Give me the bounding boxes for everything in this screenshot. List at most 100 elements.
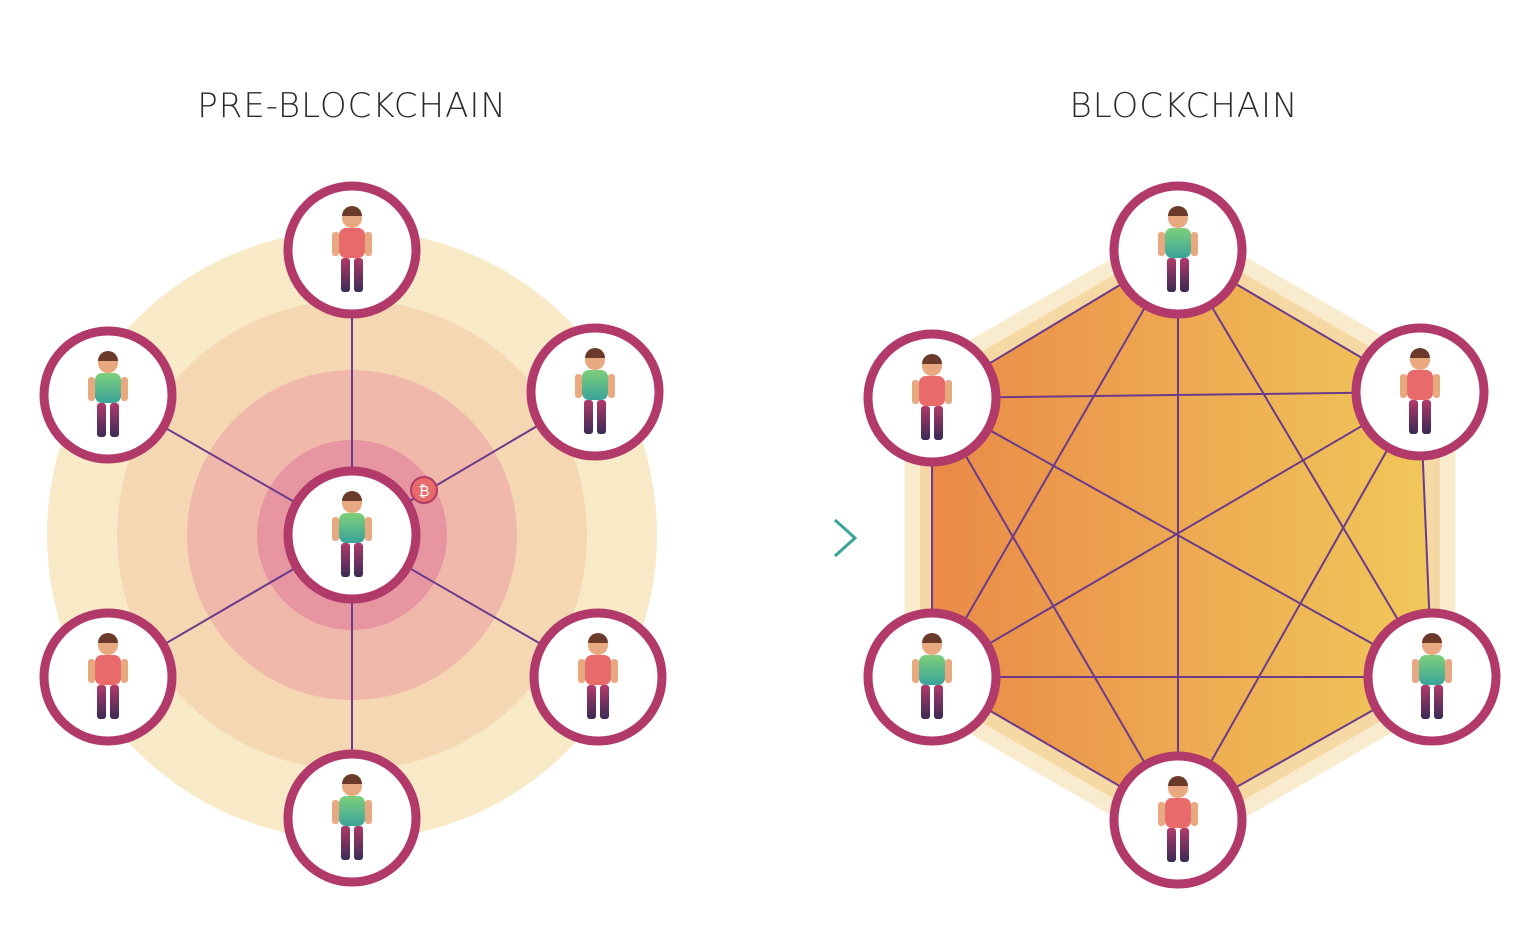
person-arm [88, 377, 95, 401]
person-torso [1419, 655, 1445, 685]
mesh-line [931, 249, 1179, 678]
person-leg [921, 406, 930, 440]
person-hair [342, 774, 362, 784]
person-hair [585, 348, 605, 358]
person-arm [945, 380, 952, 404]
person-torso [339, 228, 365, 258]
node-floating-ring-person [1363, 608, 1501, 746]
person-torso [582, 370, 608, 400]
person-hair [588, 633, 608, 643]
person-leg [354, 543, 363, 577]
person-arm [912, 380, 919, 404]
person-arm [1412, 659, 1419, 683]
person-arm [578, 659, 585, 683]
person-leg [1180, 828, 1189, 862]
person-arm [332, 517, 339, 541]
person-torso [919, 376, 945, 406]
person-arm [912, 659, 919, 683]
person-leg [1422, 400, 1431, 434]
bitcoin-coin-icon [410, 476, 438, 504]
person-arm [945, 659, 952, 683]
person-leg [1409, 400, 1418, 434]
node-kneeling-person [39, 608, 177, 746]
person-leg [934, 406, 943, 440]
person-leg [921, 685, 930, 719]
person-arm [88, 659, 95, 683]
person-arm [365, 800, 372, 824]
mesh-line [931, 397, 1179, 821]
person-arm [332, 800, 339, 824]
decentralized-nodes [863, 181, 1501, 889]
person-leg [1421, 685, 1430, 719]
node-kneeling-person-cat [529, 608, 667, 746]
person-leg [341, 826, 350, 860]
person-leg [110, 403, 119, 437]
person-leg [1180, 258, 1189, 292]
person-torso [1165, 798, 1191, 828]
person-hair [922, 354, 942, 364]
person-hair [1410, 348, 1430, 358]
person-hair [1168, 206, 1188, 216]
person-arm [365, 517, 372, 541]
person-leg [597, 400, 606, 434]
person-leg [97, 403, 106, 437]
person-leg [1434, 685, 1443, 719]
person-arm [1158, 802, 1165, 826]
node-laptop-person [1351, 323, 1489, 461]
person-arm [1191, 232, 1198, 256]
person-torso [339, 513, 365, 543]
decentralized-network-diagram [863, 181, 1501, 889]
person-arm [332, 232, 339, 256]
person-hair [98, 351, 118, 361]
person-leg [584, 400, 593, 434]
node-walking-person [526, 323, 664, 461]
person-leg [1167, 828, 1176, 862]
person-arm [365, 232, 372, 256]
person-leg [341, 258, 350, 292]
node-sitting-person [1109, 181, 1247, 319]
arrow-head-icon [833, 518, 858, 558]
title-blockchain: BLOCKCHAIN [1069, 86, 1299, 126]
centralized-nodes: ₿ [39, 181, 667, 887]
person-hair [922, 633, 942, 643]
person-arm [121, 659, 128, 683]
person-hair [1168, 776, 1188, 786]
node-dancing-person [863, 608, 1001, 746]
node-person-with-briefcase [39, 326, 177, 464]
node-rocking-chair-person [283, 749, 421, 887]
person-hair [98, 633, 118, 643]
person-leg [110, 685, 119, 719]
person-leg [587, 685, 596, 719]
person-torso [95, 655, 121, 685]
person-arm [1158, 232, 1165, 256]
person-torso [919, 655, 945, 685]
person-arm [1445, 659, 1452, 683]
person-torso [339, 796, 365, 826]
mesh-line [931, 397, 1433, 678]
node-running-person [1109, 751, 1247, 889]
person-leg [341, 543, 350, 577]
person-arm [1433, 374, 1440, 398]
person-hair [342, 206, 362, 216]
person-torso [585, 655, 611, 685]
title-pre-blockchain: PRE-BLOCKCHAIN [197, 86, 507, 126]
person-arm [575, 374, 582, 398]
mesh-line [931, 391, 1421, 399]
person-torso [1407, 370, 1433, 400]
person-leg [354, 258, 363, 292]
person-leg [1167, 258, 1176, 292]
node-meditating-person [283, 181, 421, 319]
person-arm [121, 377, 128, 401]
bitcoin-symbol: ₿ [418, 482, 429, 500]
person-hair [1422, 633, 1442, 643]
person-torso [1165, 228, 1191, 258]
centralized-network-diagram: ₿ [39, 181, 667, 887]
person-arm [611, 659, 618, 683]
person-arm [1400, 374, 1407, 398]
node-sitting-person-hair [863, 329, 1001, 467]
mesh-line [1177, 249, 1433, 678]
person-leg [600, 685, 609, 719]
person-leg [97, 685, 106, 719]
person-leg [354, 826, 363, 860]
